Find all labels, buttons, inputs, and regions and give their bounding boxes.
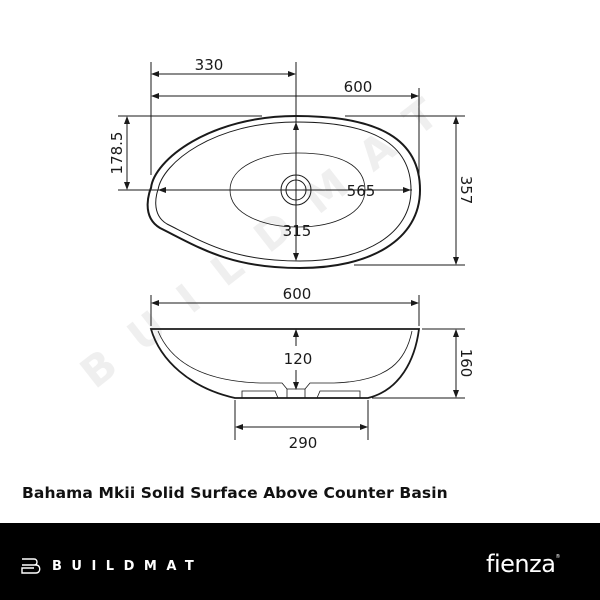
registered-mark: ® xyxy=(555,554,560,560)
watermark: BUILDMAT xyxy=(71,72,469,398)
side-view xyxy=(149,295,465,440)
footer-bar xyxy=(0,523,600,600)
svg-text:BUILDMAT: BUILDMAT xyxy=(71,72,469,398)
dim-357: 357 xyxy=(457,176,475,205)
technical-drawing: BUILDMAT xyxy=(71,56,475,452)
dim-160: 160 xyxy=(457,349,475,378)
dim-315: 315 xyxy=(283,222,312,240)
buildmat-b-icon xyxy=(21,558,41,574)
dim-120: 120 xyxy=(284,350,313,368)
buildmat-logo: BUILDMAT xyxy=(20,557,203,575)
product-title: Bahama Mkii Solid Surface Above Counter … xyxy=(22,484,448,502)
fienza-wordmark: fienza xyxy=(486,550,556,578)
top-view xyxy=(118,62,465,270)
buildmat-wordmark: BUILDMAT xyxy=(52,558,204,574)
dim-600-side: 600 xyxy=(283,285,312,303)
dim-330: 330 xyxy=(195,56,224,74)
dim-565: 565 xyxy=(347,182,376,200)
dim-178-5: 178.5 xyxy=(108,132,126,175)
dim-600-top: 600 xyxy=(344,78,373,96)
fienza-logo: fienza® xyxy=(486,550,560,578)
dim-290: 290 xyxy=(289,434,318,452)
